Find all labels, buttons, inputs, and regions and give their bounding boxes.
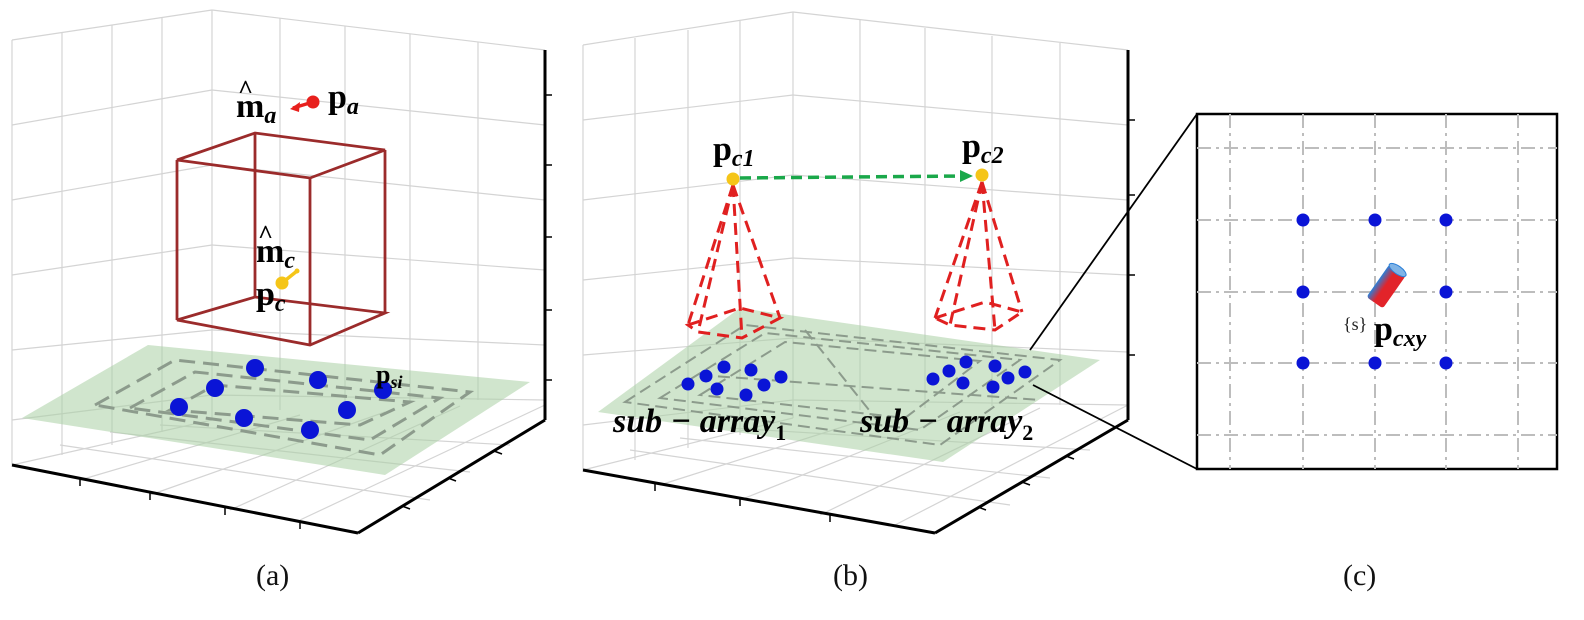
element-dot bbox=[170, 398, 188, 416]
panel-b: pc1 pc2 sub − array1 sub − array2 (b) bbox=[582, 11, 1135, 592]
zoom-connector bbox=[1029, 113, 1198, 470]
element-dot bbox=[301, 421, 319, 439]
label-p-si: psi bbox=[376, 360, 402, 392]
antenna-cylinder bbox=[1367, 262, 1407, 308]
element-dot bbox=[1296, 213, 1310, 227]
label-p-cxy: pcxy bbox=[1374, 311, 1427, 352]
caption-b: (b) bbox=[833, 559, 868, 592]
caption-c: (c) bbox=[1343, 559, 1376, 592]
point-c bbox=[275, 268, 300, 290]
element-dot bbox=[710, 382, 724, 396]
element-dot bbox=[1368, 213, 1382, 227]
point-a bbox=[290, 95, 320, 112]
label-p-a: pa bbox=[328, 79, 359, 120]
element-dot bbox=[757, 378, 771, 392]
frustum-apex-2 bbox=[977, 183, 987, 193]
array-elements-b1 bbox=[681, 360, 788, 402]
subarray-boundaries-a bbox=[90, 358, 475, 457]
hat-m-a: ^ bbox=[238, 75, 253, 104]
ground-plane-a bbox=[22, 345, 530, 475]
panel-b-ticks bbox=[654, 119, 1135, 522]
panel-a: ma ^ pa mc ^ pc psi (a) bbox=[11, 9, 552, 592]
element-dot bbox=[956, 376, 970, 390]
element-dot bbox=[699, 369, 713, 383]
panel-b-axes bbox=[582, 50, 1130, 535]
label-subarray-2: sub − array2 bbox=[859, 403, 1033, 445]
element-dot bbox=[1296, 356, 1310, 370]
element-dot bbox=[774, 370, 788, 384]
label-p-c: pc bbox=[256, 276, 286, 317]
label-frame-s: {s} bbox=[1343, 314, 1367, 334]
element-dot bbox=[1001, 371, 1015, 385]
element-dot bbox=[942, 364, 956, 378]
camera-position-1 bbox=[726, 172, 740, 186]
element-dot bbox=[717, 360, 731, 374]
hat-m-c: ^ bbox=[258, 220, 273, 249]
camera-position-2 bbox=[975, 168, 989, 182]
element-dot bbox=[1439, 356, 1453, 370]
element-dot bbox=[986, 380, 1000, 394]
label-subarray-1: sub − array1 bbox=[612, 403, 786, 445]
element-dot bbox=[374, 381, 392, 399]
panel-c: {s} pcxy (c) bbox=[1195, 112, 1559, 592]
panel-a-ticks bbox=[79, 94, 552, 529]
element-dot bbox=[1296, 285, 1310, 299]
caption-a: (a) bbox=[256, 559, 289, 592]
element-dot bbox=[246, 359, 264, 377]
array-elements-b2 bbox=[926, 355, 1032, 394]
subarray-boundaries-b bbox=[622, 323, 1063, 447]
element-dot bbox=[338, 401, 356, 419]
element-dot bbox=[988, 359, 1002, 373]
element-dot bbox=[206, 379, 224, 397]
camera-frustum-2 bbox=[930, 181, 1026, 332]
camera-frustum-1 bbox=[684, 184, 785, 340]
element-dot bbox=[235, 409, 253, 427]
element-dot bbox=[309, 371, 327, 389]
element-dot bbox=[739, 388, 753, 402]
bounding-box bbox=[175, 131, 391, 347]
element-dot bbox=[926, 372, 940, 386]
label-p-c1: pc1 bbox=[713, 131, 755, 172]
element-dot bbox=[959, 355, 973, 369]
label-m-hat-c: mc bbox=[256, 233, 295, 274]
trajectory-arrow bbox=[739, 170, 973, 182]
array-elements-c bbox=[1296, 213, 1453, 370]
element-dot bbox=[1368, 356, 1382, 370]
array-elements-a bbox=[170, 359, 392, 439]
element-dot bbox=[1439, 213, 1453, 227]
element-dot bbox=[1439, 285, 1453, 299]
panel-c-grid bbox=[1197, 114, 1557, 469]
label-m-hat-a: ma bbox=[236, 88, 276, 129]
element-dot bbox=[681, 377, 695, 391]
element-dot bbox=[1018, 365, 1032, 379]
frustum-apex-1 bbox=[728, 186, 738, 196]
element-dot bbox=[744, 363, 758, 377]
label-p-c2: pc2 bbox=[962, 128, 1004, 169]
